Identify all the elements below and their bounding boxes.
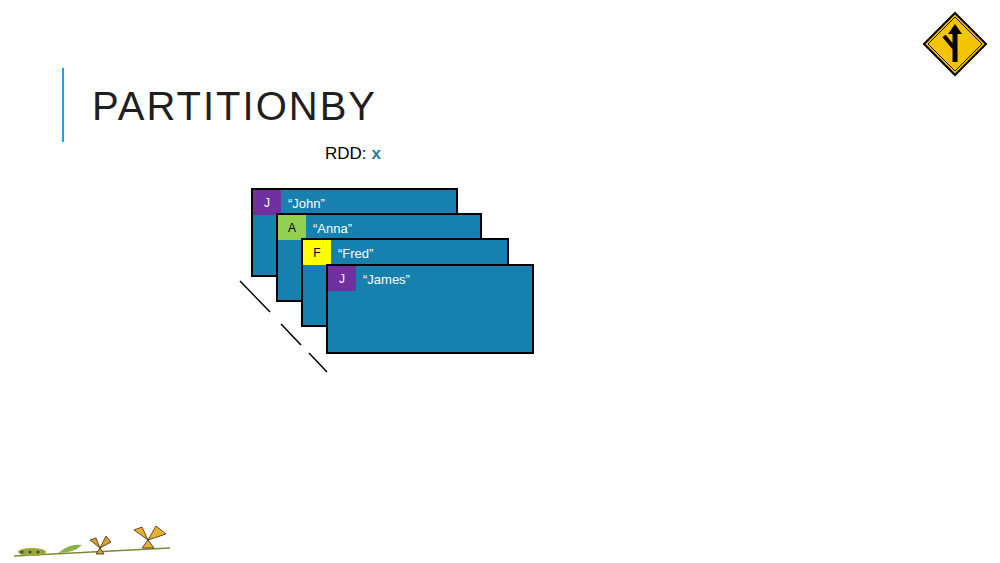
merge-road-sign (924, 13, 986, 75)
partition-box: “James” J (326, 264, 534, 354)
key-letter: A (288, 221, 296, 235)
partition-value: “John” (288, 196, 325, 211)
key-letter: J (339, 272, 345, 286)
partition-value: “Fred” (338, 246, 373, 261)
key-letter: F (313, 246, 320, 260)
key-tag: J (253, 190, 281, 215)
slide-title: PARTITIONBY (92, 84, 377, 129)
caterpillar-butterfly-icon (14, 526, 170, 556)
key-tag: A (278, 215, 306, 240)
rdd-caption: RDD: x (325, 144, 381, 164)
key-tag: F (303, 240, 331, 265)
partition-value: “James” (363, 272, 410, 287)
rdd-label: RDD: (325, 144, 367, 163)
partition-value: “Anna” (313, 221, 352, 236)
rdd-name: x (372, 144, 381, 163)
key-tag: J (328, 266, 356, 291)
key-letter: J (264, 196, 270, 210)
accent-bar (62, 68, 64, 142)
